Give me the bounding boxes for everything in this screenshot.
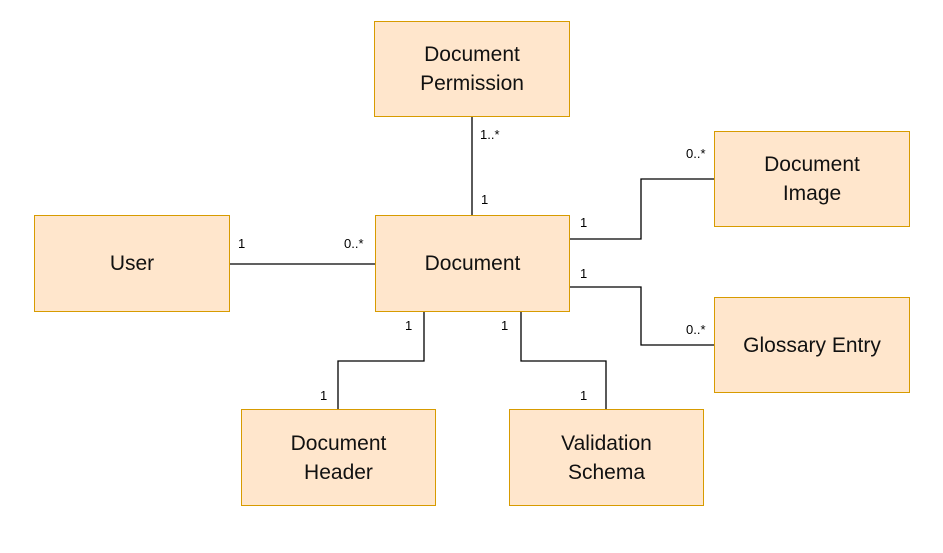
multiplicity-glossary-doc-side: 1 xyxy=(580,266,588,281)
multiplicity-header-side: 1 xyxy=(320,388,328,403)
user-box[interactable]: User xyxy=(34,215,230,312)
multiplicity-validation-side: 1 xyxy=(580,388,588,403)
multiplicity-document-permission-side: 1 xyxy=(481,192,489,207)
document-box[interactable]: Document xyxy=(375,215,570,312)
document-image-box[interactable]: Document Image xyxy=(714,131,910,227)
document-header-label: Document Header xyxy=(290,431,387,484)
multiplicity-document-image-image-side: 0..* xyxy=(686,146,706,161)
multiplicity-user-document-side: 0..* xyxy=(344,236,364,251)
user-label: User xyxy=(109,252,155,275)
multiplicity-permission-side: 1..* xyxy=(480,127,500,142)
document-label: Document xyxy=(424,252,521,275)
multiplicity-glossary-entry-side: 0..* xyxy=(686,322,706,337)
document-permission-label: Document Permission xyxy=(420,43,524,95)
connector-document-header xyxy=(337,312,425,409)
validation-schema-box[interactable]: Validation Schema xyxy=(509,409,704,506)
multiplicity-header-doc-side: 1 xyxy=(405,318,413,333)
multiplicity-validation-doc-side: 1 xyxy=(501,318,509,333)
connector-document-image xyxy=(570,178,714,240)
document-permission-box[interactable]: Document Permission xyxy=(374,21,570,117)
document-image-label: Document Image xyxy=(764,153,860,205)
multiplicity-document-image-doc-side: 1 xyxy=(580,215,588,230)
document-header-box[interactable]: Document Header xyxy=(241,409,436,506)
multiplicity-user-side: 1 xyxy=(238,236,246,251)
connector-document-glossary xyxy=(570,286,714,346)
validation-schema-label: Validation Schema xyxy=(561,431,652,484)
glossary-entry-label: Glossary Entry xyxy=(743,333,881,357)
connector-document-validation xyxy=(520,312,607,409)
glossary-entry-box[interactable]: Glossary Entry xyxy=(714,297,910,393)
